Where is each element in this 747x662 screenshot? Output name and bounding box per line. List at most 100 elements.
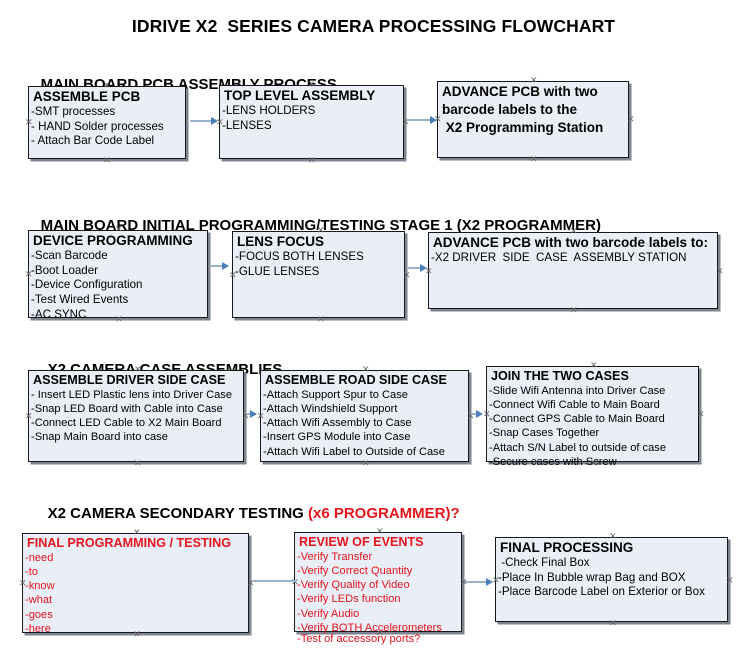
node-assemble-pcb[interactable]: ASSEMBLE PCB -SMT processes - HAND Solde… (28, 86, 186, 159)
node-head: ADVANCE PCB with two barcode labels to: (433, 235, 709, 250)
resize-handle-bottom[interactable] (362, 460, 369, 467)
section-title-text: X2 CAMERA SECONDARY TESTING (47, 505, 308, 522)
resize-handle-top[interactable] (115, 226, 122, 233)
node-head: FINAL PROCESSING (500, 540, 634, 555)
connector-final-programming-to-review[interactable] (252, 580, 297, 582)
resize-handle-bottom[interactable] (115, 316, 122, 323)
resize-handle-right[interactable] (716, 268, 723, 275)
page-title: IDRIVE X2 SERIES CAMERA PROCESSING FLOWC… (131, 16, 616, 36)
node-assemble-road-side-case[interactable]: ASSEMBLE ROAD SIDE CASE -Attach Support … (260, 370, 469, 462)
resize-handle-right[interactable] (403, 272, 410, 279)
resize-handle-bottom[interactable] (308, 157, 315, 164)
resize-handle-bottom[interactable] (133, 631, 140, 638)
resize-handle-left[interactable] (25, 413, 32, 420)
resize-handle-bottom[interactable] (376, 630, 383, 637)
node-line: -Verify Transfer (297, 550, 373, 563)
node-join-the-two-cases[interactable]: JOIN THE TWO CASES -Slide Wifi Antenna i… (483, 366, 699, 468)
node-line: -FOCUS BOTH LENSES (235, 249, 364, 263)
node-head: X2 Programming Station (442, 119, 604, 135)
resize-handle-bottom[interactable] (103, 157, 110, 164)
node-line: -need (25, 551, 54, 564)
resize-handle-bottom[interactable] (590, 460, 597, 467)
node-line: -Device Configuration (31, 278, 143, 292)
resize-handle-top[interactable] (376, 528, 383, 535)
node-head: DEVICE PROGRAMMING (33, 233, 193, 248)
node-final-processing[interactable]: FINAL PROCESSING -Check Final Box -Place… (495, 537, 728, 622)
node-line: -what (25, 594, 53, 607)
resize-handle-top[interactable] (133, 529, 140, 536)
resize-handle-left[interactable] (229, 272, 236, 279)
node-overflow-line: -Test of accessory ports? (297, 632, 421, 645)
node-line: -AC SYNC (31, 307, 87, 321)
node-line: -Verify Quality of Video (297, 579, 410, 592)
connector-device-programming-to-lens-focus[interactable] (211, 265, 224, 267)
node-line: -Verify Correct Quantity (297, 565, 413, 578)
connector-lens-focus-to-advance-pcb[interactable] (408, 267, 423, 269)
node-lens-focus[interactable]: LENS FOCUS -FOCUS BOTH LENSES -GLUE LENS… (232, 231, 405, 318)
section-title-x2-camera-secondary-testing: X2 CAMERA SECONDARY TESTING (x6 PROGRAMM… (31, 488, 460, 539)
connector-top-level-to-advance-pcb[interactable] (406, 119, 432, 121)
node-line: -Insert GPS Module into Case (263, 431, 411, 444)
node-line: -Connect GPS Cable to Main Board (489, 413, 665, 426)
resize-handle-top[interactable] (308, 81, 315, 88)
resize-handle-left[interactable] (19, 580, 26, 587)
node-device-programming[interactable]: DEVICE PROGRAMMING -Scan Barcode -Boot L… (25, 230, 208, 321)
resize-handle-bottom[interactable] (570, 307, 577, 314)
node-head: JOIN THE TWO CASES (491, 369, 629, 383)
node-head: ASSEMBLE ROAD SIDE CASE (265, 373, 447, 387)
resize-handle-top[interactable] (590, 362, 597, 369)
arrowhead-icon (420, 264, 427, 272)
node-assemble-driver-side-case[interactable]: ASSEMBLE DRIVER SIDE CASE - Insert LED P… (28, 370, 244, 462)
arrowhead-icon (222, 262, 229, 270)
connector-review-to-final-processing[interactable] (465, 581, 489, 583)
node-line: -Slide Wifi Antenna into Driver Case (489, 384, 666, 397)
node-head: FINAL PROGRAMMING / TESTING (27, 536, 232, 550)
node-line: - Insert LED Plastic lens into Driver Ca… (31, 388, 232, 401)
resize-handle-left[interactable] (483, 411, 490, 418)
resize-handle-left[interactable] (25, 119, 32, 126)
resize-handle-right[interactable] (726, 577, 733, 584)
node-head: ASSEMBLE PCB (33, 89, 141, 104)
resize-handle-top[interactable] (530, 77, 537, 84)
node-line: -Snap Main Board into case (31, 431, 168, 444)
node-advance-pcb-programming-station[interactable]: ADVANCE PCB with two barcode labels to t… (437, 81, 629, 158)
resize-handle-left[interactable] (25, 271, 32, 278)
node-line: -Place Barcode Label on Exterior or Box (498, 585, 705, 599)
node-line: -Attach Windshield Support (263, 403, 398, 416)
node-top-level-assembly[interactable]: TOP LEVEL ASSEMBLY -LENS HOLDERS -LENSES (219, 85, 404, 159)
node-review-of-events[interactable]: REVIEW OF EVENTS -Verify Transfer -Verif… (294, 532, 462, 645)
resize-handle-top[interactable] (362, 366, 369, 373)
node-line: -GLUE LENSES (235, 264, 320, 278)
node-final-programming-testing[interactable]: FINAL PROGRAMMING / TESTING -need -to -k… (19, 533, 249, 635)
connector-assemble-pcb-to-top-level[interactable] (190, 120, 212, 122)
node-line: -Verify LEDs function (297, 593, 401, 606)
node-line: -Attach Wifi Assembly to Case (263, 417, 412, 430)
node-line: -goes (25, 608, 53, 621)
resize-handle-top[interactable] (134, 366, 141, 373)
arrowhead-icon (211, 117, 218, 125)
resize-handle-left[interactable] (257, 413, 264, 420)
resize-handle-top[interactable] (103, 82, 110, 89)
node-line: -Test Wired Events (31, 293, 129, 307)
node-line: -Verify BOTH Accelerometers (297, 621, 442, 634)
resize-handle-bottom[interactable] (317, 316, 324, 323)
resize-handle-left[interactable] (492, 577, 499, 584)
resize-handle-bottom[interactable] (134, 460, 141, 467)
resize-handle-top[interactable] (570, 228, 577, 235)
node-head: barcode labels to the (442, 101, 578, 117)
node-line: -Check Final Box (498, 555, 590, 569)
node-advance-pcb-driver-side[interactable]: ADVANCE PCB with two barcode labels to: … (428, 232, 718, 309)
node-line: - HAND Solder processes (31, 119, 164, 133)
node-line: -Verify Audio (297, 607, 360, 620)
resize-handle-right[interactable] (697, 411, 704, 418)
arrowhead-icon (250, 410, 257, 418)
resize-handle-top[interactable] (609, 533, 616, 540)
resize-handle-top[interactable] (317, 227, 324, 234)
resize-handle-bottom[interactable] (530, 156, 537, 163)
node-line: -Connect LED Cable to X2 Main Board (31, 417, 222, 430)
node-head: ADVANCE PCB with two (442, 84, 598, 99)
resize-handle-right[interactable] (627, 116, 634, 123)
resize-handle-bottom[interactable] (609, 620, 616, 627)
arrowhead-icon (430, 116, 437, 124)
